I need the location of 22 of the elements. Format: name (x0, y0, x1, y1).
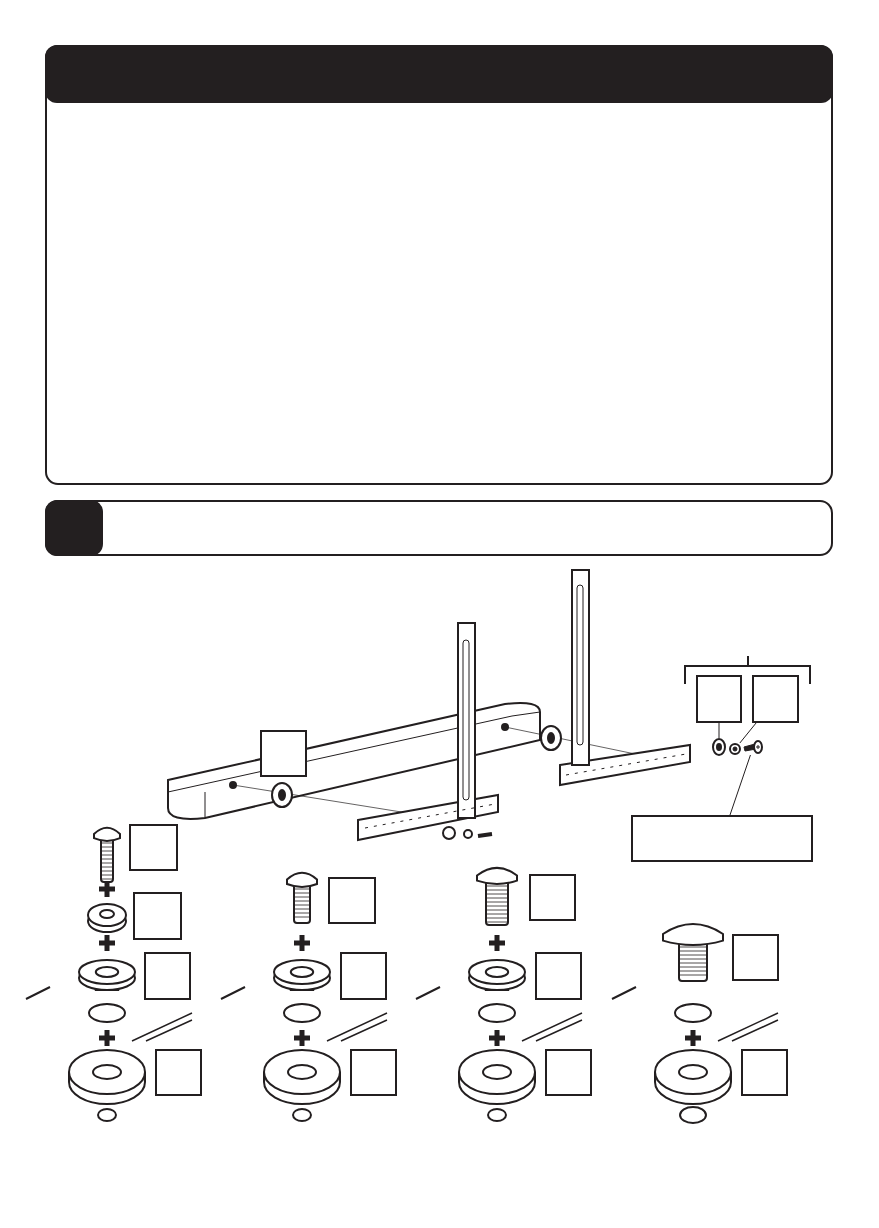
callout-box (741, 1049, 788, 1096)
callout-box (350, 1049, 397, 1096)
callout-box (144, 952, 191, 1000)
callout-box (535, 952, 582, 1000)
callout-box (129, 824, 178, 871)
callout-box (545, 1049, 592, 1096)
washer-drawing (712, 738, 726, 756)
callout-box (328, 877, 376, 924)
callout-box (696, 675, 742, 723)
callout-box (631, 815, 813, 862)
callout-box (340, 952, 387, 1000)
callout-box (752, 675, 799, 723)
leader-line (718, 721, 720, 739)
small-washer-drawing (729, 743, 741, 755)
callout-box (155, 1049, 202, 1096)
callout-box (260, 730, 307, 777)
leader-line (739, 721, 758, 744)
callout-box (529, 874, 576, 921)
callout-box (732, 934, 779, 981)
leader-line (729, 754, 751, 817)
callout-box (133, 892, 182, 940)
screw-drawing (743, 740, 763, 754)
